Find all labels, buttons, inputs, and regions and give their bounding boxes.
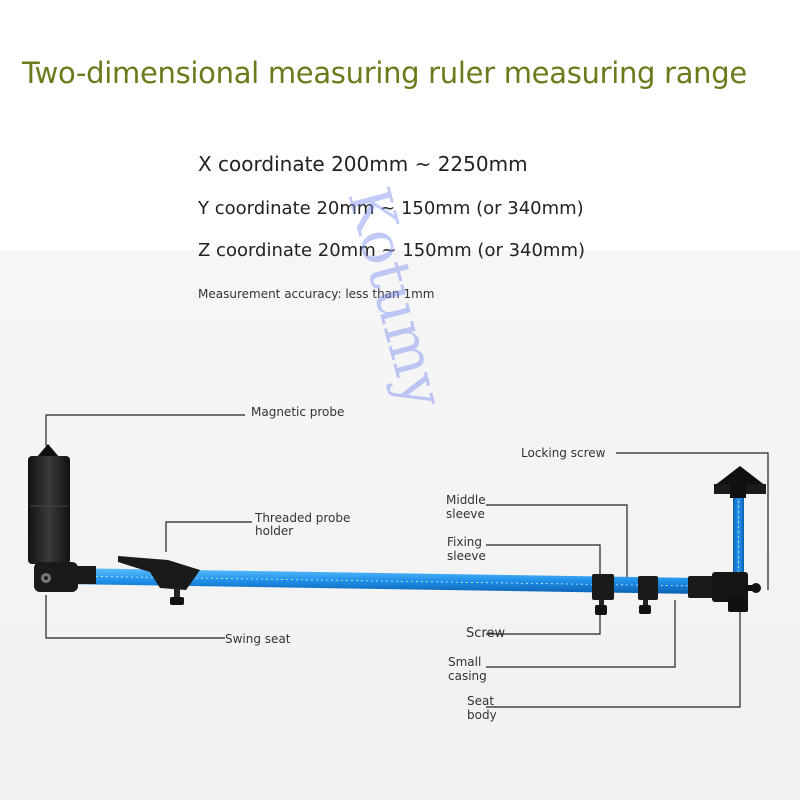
- seat-body: [712, 572, 748, 602]
- label-middle-sleeve-line2: sleeve: [446, 507, 485, 521]
- swing-seat: [34, 562, 78, 592]
- label-swing-seat: Swing seat: [225, 632, 291, 646]
- label-seat-body-line1: Seat: [467, 694, 495, 708]
- label-fixing-sleeve-line1: Fixing: [447, 535, 483, 549]
- label-threaded-probe-holder-line1: Threaded probe: [255, 511, 351, 525]
- label-fixing-sleeve-line2: sleeve: [447, 549, 486, 563]
- label-seat-body-line2: body: [467, 708, 497, 722]
- spec-x-coordinate: X coordinate 200mm ~ 2250mm: [198, 152, 528, 176]
- screw-knob: [595, 605, 607, 615]
- label-middle-sleeve-line1: Middle: [446, 493, 486, 507]
- spec-z-coordinate: Z coordinate 20mm ~ 150mm (or 340mm): [198, 240, 586, 261]
- label-small-casing-line1: Small: [448, 655, 482, 669]
- small-casing: [688, 576, 714, 598]
- fixing-sleeve: [592, 574, 614, 600]
- page-title: Two-dimensional measuring ruler measurin…: [22, 56, 747, 90]
- label-small-casing-line2: casing: [448, 669, 487, 683]
- label-threaded-probe-holder-line2: holder: [255, 524, 294, 538]
- background-lower: [0, 250, 800, 800]
- label-magnetic-probe: Magnetic probe: [251, 405, 345, 419]
- magnetic-probe-tip: [36, 444, 60, 458]
- spec-y-coordinate: Y coordinate 20mm ~ 150mm (or 340mm): [198, 198, 584, 219]
- vertical-probe-head: [714, 466, 766, 486]
- threaded-probe-holder: [118, 556, 200, 590]
- holder-knob: [170, 597, 184, 605]
- leader-lines: [45, 414, 769, 708]
- magnetic-probe: [28, 456, 70, 564]
- spec-accuracy: Measurement accuracy: less than 1mm: [198, 287, 435, 301]
- label-locking-screw: Locking screw: [521, 446, 606, 460]
- middle-sleeve: [638, 576, 658, 600]
- label-screw: Screw: [466, 626, 506, 641]
